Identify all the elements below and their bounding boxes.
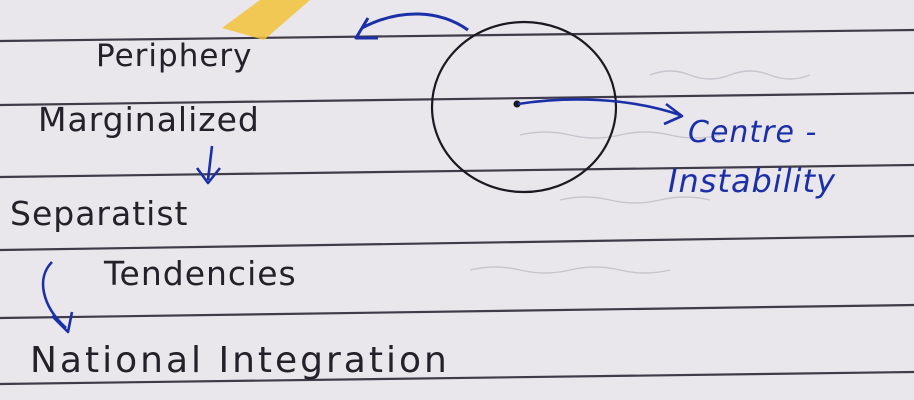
rule-line: [0, 303, 914, 320]
label-tendencies: Tendencies: [104, 254, 297, 293]
label-periphery: Periphery: [96, 38, 253, 74]
label-instability: Instability: [668, 162, 837, 200]
label-separatist: Separatist: [10, 194, 189, 233]
arrowhead-separatist-curve: [51, 311, 74, 334]
arrowhead-instability: [663, 102, 684, 126]
arrow-separatist-curve: [41, 261, 67, 329]
arrow-to-periphery: [361, 12, 469, 32]
label-national-integration: National Integration: [30, 340, 450, 381]
arrowhead-periphery: [354, 17, 378, 40]
bleed-through: [469, 70, 811, 274]
highlighter-stroke: [222, 0, 310, 40]
rule-line: [0, 28, 914, 43]
arrow-to-instability: [517, 98, 681, 117]
arrowhead-marginalized-down: [195, 167, 222, 185]
rule-line: [0, 234, 914, 252]
centre-circle: [430, 20, 618, 194]
rule-line: [0, 163, 914, 179]
arrow-marginalized-down: [206, 145, 214, 181]
ruled-lines: [0, 28, 914, 386]
label-centre: Centre -: [688, 115, 818, 150]
label-marginalized: Marginalized: [38, 100, 260, 139]
centre-dot: [513, 100, 521, 108]
rule-line: [0, 370, 914, 386]
rule-line: [0, 91, 914, 107]
